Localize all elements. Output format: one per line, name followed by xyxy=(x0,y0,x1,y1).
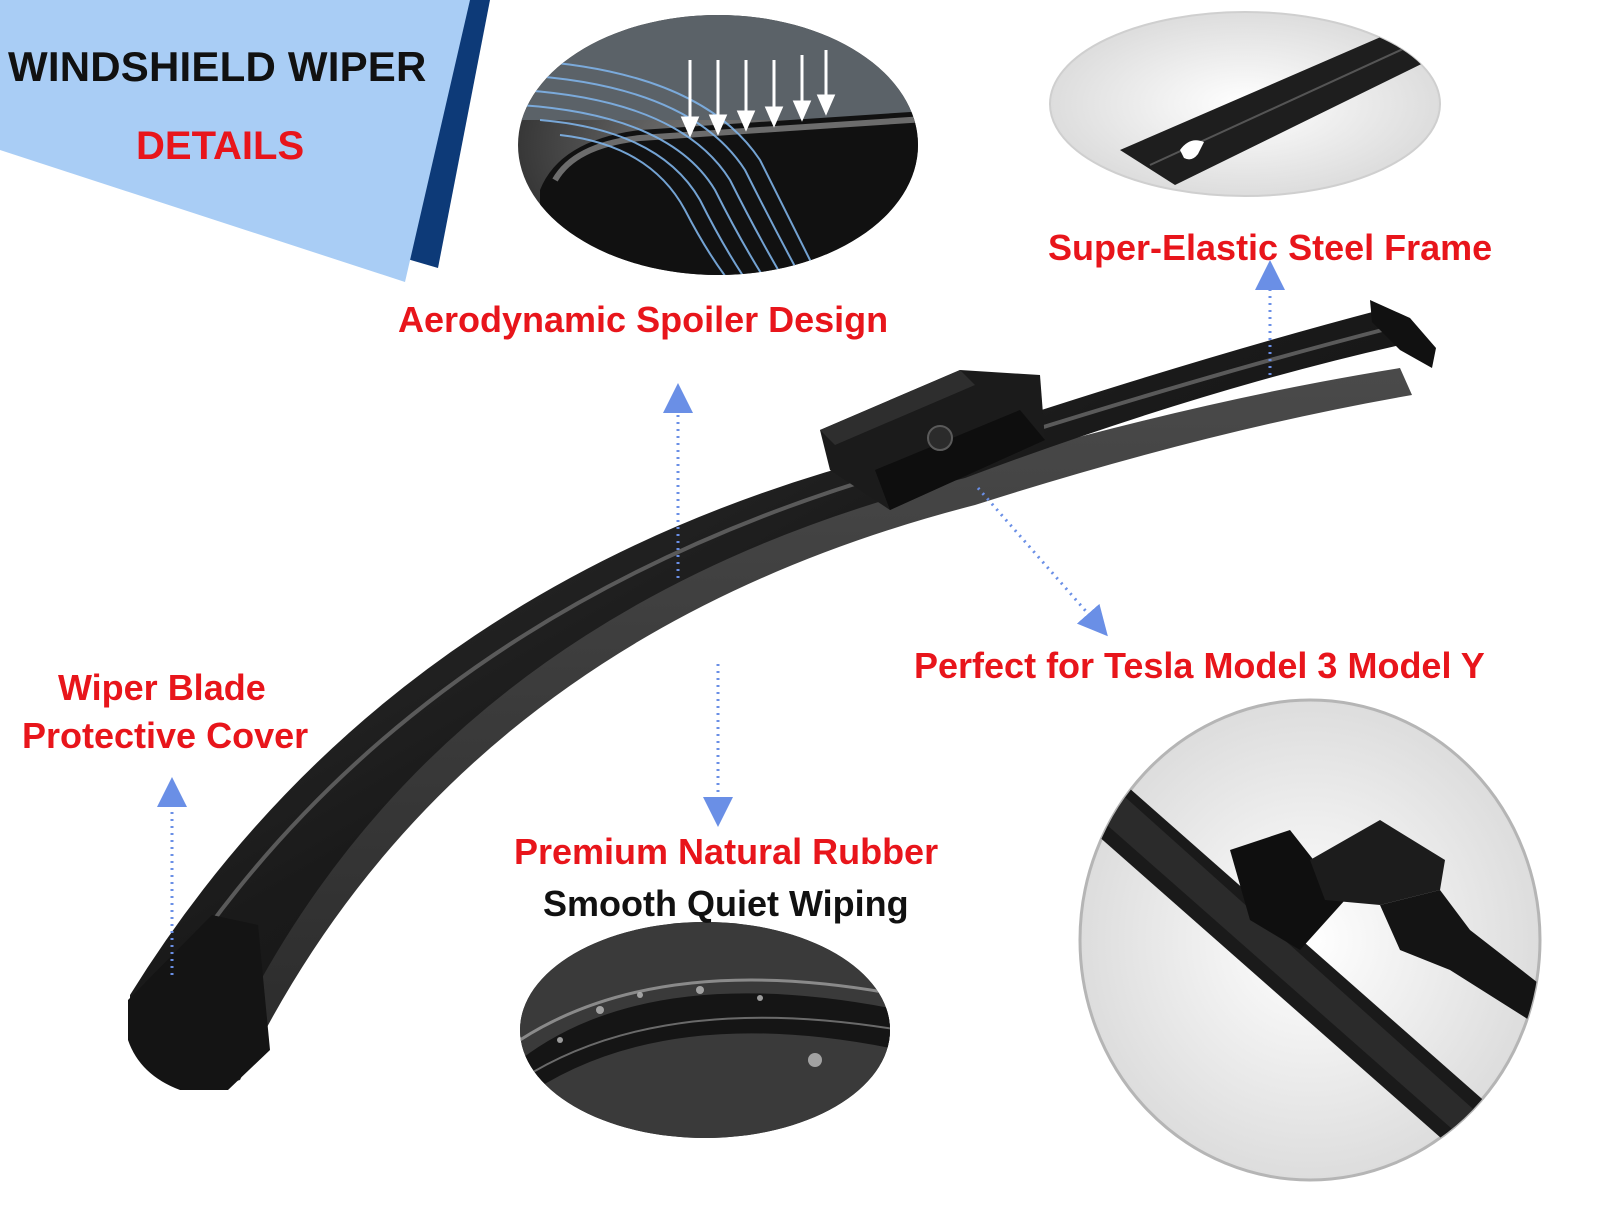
feature-steel-frame: Super-Elastic Steel Frame xyxy=(1048,227,1493,268)
aero-detail-circle xyxy=(518,15,918,275)
dotted-arrow-icon xyxy=(976,487,1108,637)
title-line-2: DETAILS xyxy=(136,124,305,168)
rubber-detail-circle xyxy=(520,922,890,1138)
feature-aerodynamic: Aerodynamic Spoiler Design xyxy=(398,299,889,340)
title-line-1: WINDSHIELD WIPER xyxy=(8,43,427,90)
wiper-blade xyxy=(128,300,1436,1090)
steel-frame-detail-circle xyxy=(1049,11,1441,197)
feature-rubber-line-2: Smooth Quiet Wiping xyxy=(543,883,909,924)
pointer-lines xyxy=(157,260,1285,975)
rubber-strip xyxy=(140,368,1412,1087)
feature-cover-line-2: Protective Cover xyxy=(22,715,309,756)
protective-end-cover xyxy=(128,915,270,1090)
wiper-adapter-connector xyxy=(820,370,1045,510)
feature-rubber-line-1: Premium Natural Rubber xyxy=(514,831,939,872)
connector-detail-circle xyxy=(1078,698,1542,1182)
feature-cover-line-1: Wiper Blade xyxy=(58,667,266,708)
banner-light-panel xyxy=(0,0,470,282)
end-cap-right xyxy=(1370,300,1436,368)
header-banner xyxy=(0,0,490,282)
airflow-down-arrow-icon xyxy=(680,50,836,138)
feature-compatibility: Perfect for Tesla Model 3 Model Y xyxy=(914,645,1485,686)
